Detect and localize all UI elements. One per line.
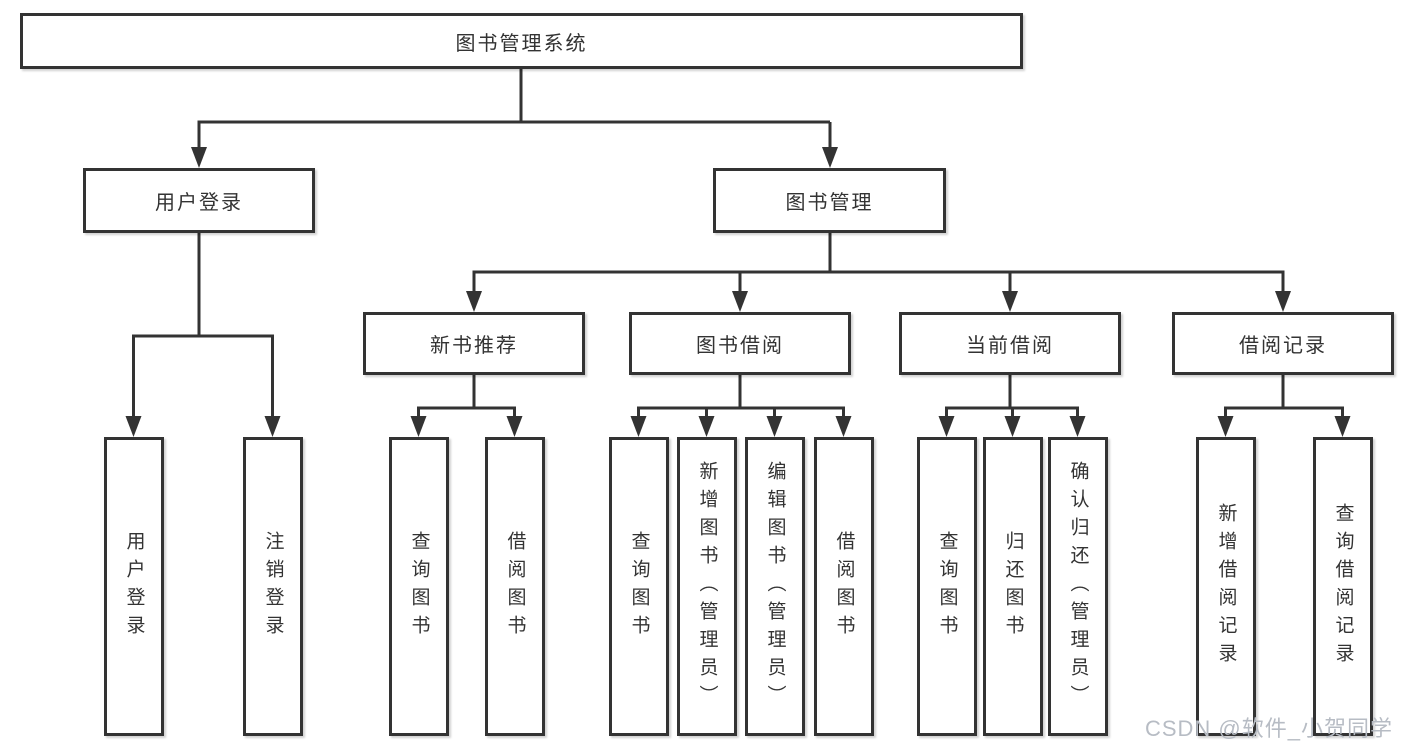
node-leaf-user-login: 用户登录 xyxy=(104,437,164,736)
node-label: 查询图书 xyxy=(628,530,650,643)
node-label: 查询借阅记录 xyxy=(1332,502,1354,671)
node-book-management: 图书管理 xyxy=(713,168,946,233)
node-leaf-add-books-admin: 新增图书（管理员） xyxy=(677,437,737,736)
node-borrowing-records: 借阅记录 xyxy=(1172,312,1394,375)
node-label: 新增借阅记录 xyxy=(1215,502,1237,671)
connector-new-book xyxy=(417,375,516,421)
node-leaf-query-borrow-record: 查询借阅记录 xyxy=(1313,437,1373,736)
connector-borrow xyxy=(637,375,845,421)
node-book-borrowing: 图书借阅 xyxy=(629,312,851,375)
connector-root xyxy=(197,68,832,152)
node-leaf-borrow-books-2: 借阅图书 xyxy=(814,437,874,736)
node-new-book-recommendation: 新书推荐 xyxy=(363,312,585,375)
node-label: 借阅图书 xyxy=(833,530,855,643)
node-leaf-query-books-3: 查询图书 xyxy=(917,437,977,736)
csdn-watermark: CSDN @软件_小贺同学 xyxy=(1144,716,1393,741)
node-library-management-system: 图书管理系统 xyxy=(20,13,1023,69)
node-label: 当前借阅 xyxy=(966,335,1054,357)
node-leaf-logout: 注销登录 xyxy=(243,437,303,736)
node-label: 查询图书 xyxy=(408,530,430,643)
connector-book-management xyxy=(472,233,1285,296)
node-label: 图书管理 xyxy=(785,192,874,214)
node-user-login: 用户登录 xyxy=(83,168,315,233)
node-label: 图书借阅 xyxy=(696,335,784,357)
node-label: 借阅记录 xyxy=(1239,335,1327,357)
node-label: 用户登录 xyxy=(123,530,145,643)
node-leaf-edit-books-admin: 编辑图书（管理员） xyxy=(745,437,805,736)
node-label: 查询图书 xyxy=(936,530,958,643)
arrowheads xyxy=(125,147,1351,437)
node-label: 图书管理系统 xyxy=(455,32,588,55)
node-leaf-query-books-1: 查询图书 xyxy=(389,437,449,736)
node-label: 借阅图书 xyxy=(504,530,526,643)
node-leaf-return-books: 归还图书 xyxy=(983,437,1043,736)
node-label: 归还图书 xyxy=(1002,530,1024,643)
connector-current xyxy=(945,375,1079,421)
node-label: 注销登录 xyxy=(262,530,284,643)
node-leaf-confirm-return-admin: 确认归还（管理员） xyxy=(1048,437,1108,736)
node-label: 确认归还（管理员） xyxy=(1067,460,1089,713)
connector-records xyxy=(1224,375,1344,421)
node-leaf-add-borrow-record: 新增借阅记录 xyxy=(1196,437,1256,736)
node-current-borrowing: 当前借阅 xyxy=(899,312,1121,375)
node-label: 用户登录 xyxy=(155,192,243,214)
node-leaf-borrow-books-1: 借阅图书 xyxy=(485,437,545,736)
connector-user-login xyxy=(132,233,274,421)
node-label: 编辑图书（管理员） xyxy=(764,460,786,713)
node-leaf-query-books-2: 查询图书 xyxy=(609,437,669,736)
node-label: 新书推荐 xyxy=(430,335,518,357)
node-label: 新增图书（管理员） xyxy=(696,460,718,713)
